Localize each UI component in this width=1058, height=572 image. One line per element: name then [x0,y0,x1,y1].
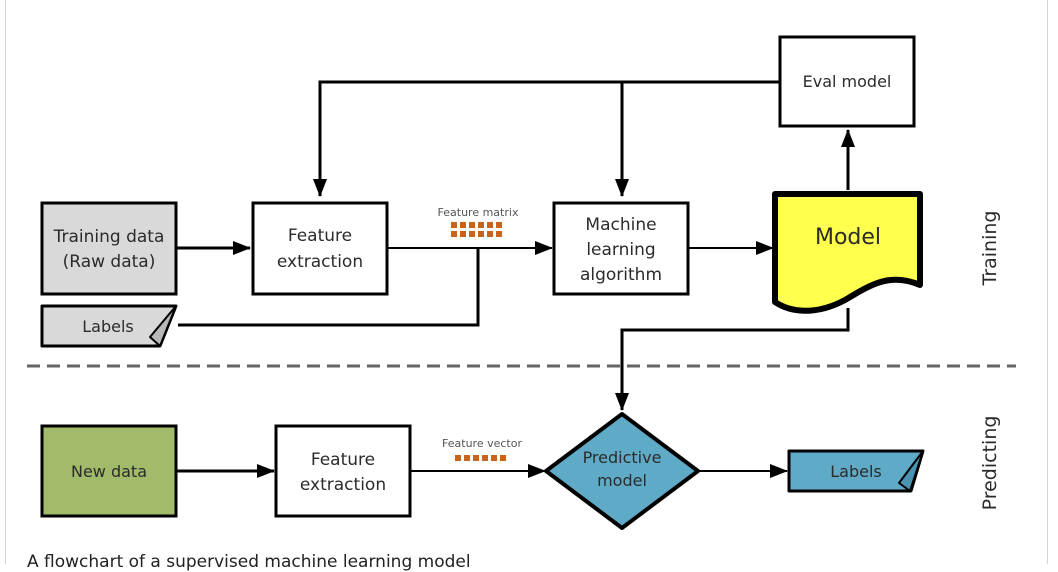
node-feature-extraction-predict: Feature extraction [274,424,412,518]
model-text: Model [815,225,881,250]
matrix-cell [460,222,466,228]
matrix-cell [478,231,484,237]
ml-algorithm-line2: learning [586,240,655,260]
matrix-cell [469,231,475,237]
predictive-model-line1: Predictive [583,448,662,467]
matrix-cell [496,222,502,228]
matrix-cell [487,222,493,228]
matrix-cell [482,455,488,461]
predictive-model-line2: model [597,471,647,490]
matrix-cell [473,455,479,461]
ml-algorithm-line3: algorithm [580,265,662,285]
node-eval-model: Eval model [778,35,916,128]
edge-labels-to-matrix [178,249,480,327]
node-labels-predict: Labels [787,449,925,493]
training-data-line1: Training data [53,227,165,247]
page-curl-icon [898,450,924,492]
matrix-cell [496,231,502,237]
feature-extraction-predict-line2: extraction [300,475,386,495]
edge-model-to-predictive [615,308,850,411]
new-data-text: New data [71,462,147,481]
matrix-cell [469,222,475,228]
matrix-cell [478,222,484,228]
labels-training-text: Labels [82,317,134,336]
node-training-data: Training data (Raw data) [40,201,178,296]
page-curl-icon [149,305,177,347]
matrix-cell [487,231,493,237]
matrix-cell [491,455,497,461]
feature-extraction-predict-line1: Feature [311,450,375,470]
edge-eval-to-feature-extraction [313,80,780,197]
section-label-predicting: Predicting [979,416,1001,511]
section-label-training: Training [979,211,1001,287]
feature-matrix-label: Feature matrix [438,206,519,219]
feature-matrix-icon [451,222,502,237]
matrix-cell [460,231,466,237]
node-predictive-model: Predictive model [544,412,700,530]
feature-extraction-train-line2: extraction [277,252,363,272]
matrix-cell [464,455,470,461]
feature-vector-label: Feature vector [442,437,522,450]
node-ml-algorithm: Machine learning algorithm [552,201,690,296]
node-feature-extraction-train: Feature extraction [251,201,389,296]
figure-caption: A flowchart of a supervised machine lear… [27,552,471,572]
node-new-data: New data [40,424,178,518]
feature-extraction-train-line1: Feature [288,226,352,246]
matrix-cell [500,455,506,461]
matrix-cell [451,222,457,228]
feature-vector-icon [455,455,506,461]
node-labels-training: Labels [40,304,178,348]
matrix-cell [451,231,457,237]
labels-predict-text: Labels [830,462,882,481]
matrix-cell [455,455,461,461]
node-model: Model [772,191,923,314]
ml-algorithm-line1: Machine [585,215,656,235]
training-data-line2: (Raw data) [63,252,156,272]
eval-model-text: Eval model [803,72,892,91]
